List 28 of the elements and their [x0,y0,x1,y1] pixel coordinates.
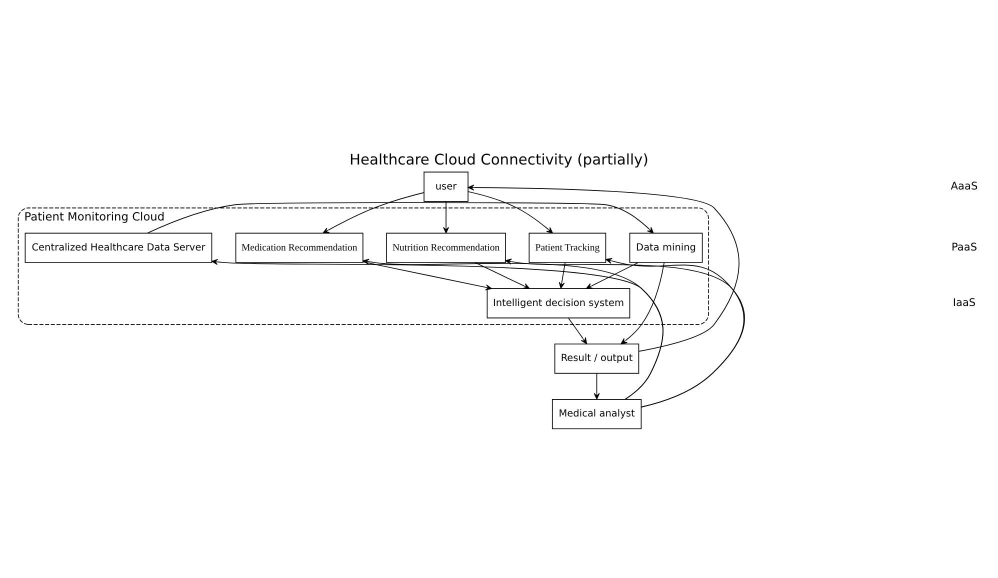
arrow [322,192,424,234]
node-box: Result / output [554,344,640,374]
arrow [586,262,638,289]
label: PaaS [951,242,978,254]
arrow [505,258,745,408]
arrow [474,262,530,289]
node-box: Centralized Healthcare Data Server [24,232,212,263]
node-box: Medication Recommendation [235,232,364,263]
arrow [468,191,553,234]
arrow [620,262,665,344]
arrow [362,258,664,400]
arrow [594,373,600,400]
node-box: Intelligent decision system [486,288,630,318]
diagram-title: Healthcare Cloud Connectivity (partially) [350,151,648,168]
arrow [468,184,740,352]
arrow [146,202,654,234]
arrow [362,261,492,290]
label: AaaS [950,180,978,193]
node-box: Medical analyst [552,399,642,430]
arrow [211,258,664,400]
arrow [568,318,588,344]
arrow [558,262,566,289]
arrow [443,201,450,234]
node-box: Data mining [629,232,703,263]
label: IaaS [952,297,976,310]
node-box: Nutrition Recommendation [386,232,506,263]
node-box: Patient Tracking [528,232,606,263]
node-box: user [424,172,468,202]
